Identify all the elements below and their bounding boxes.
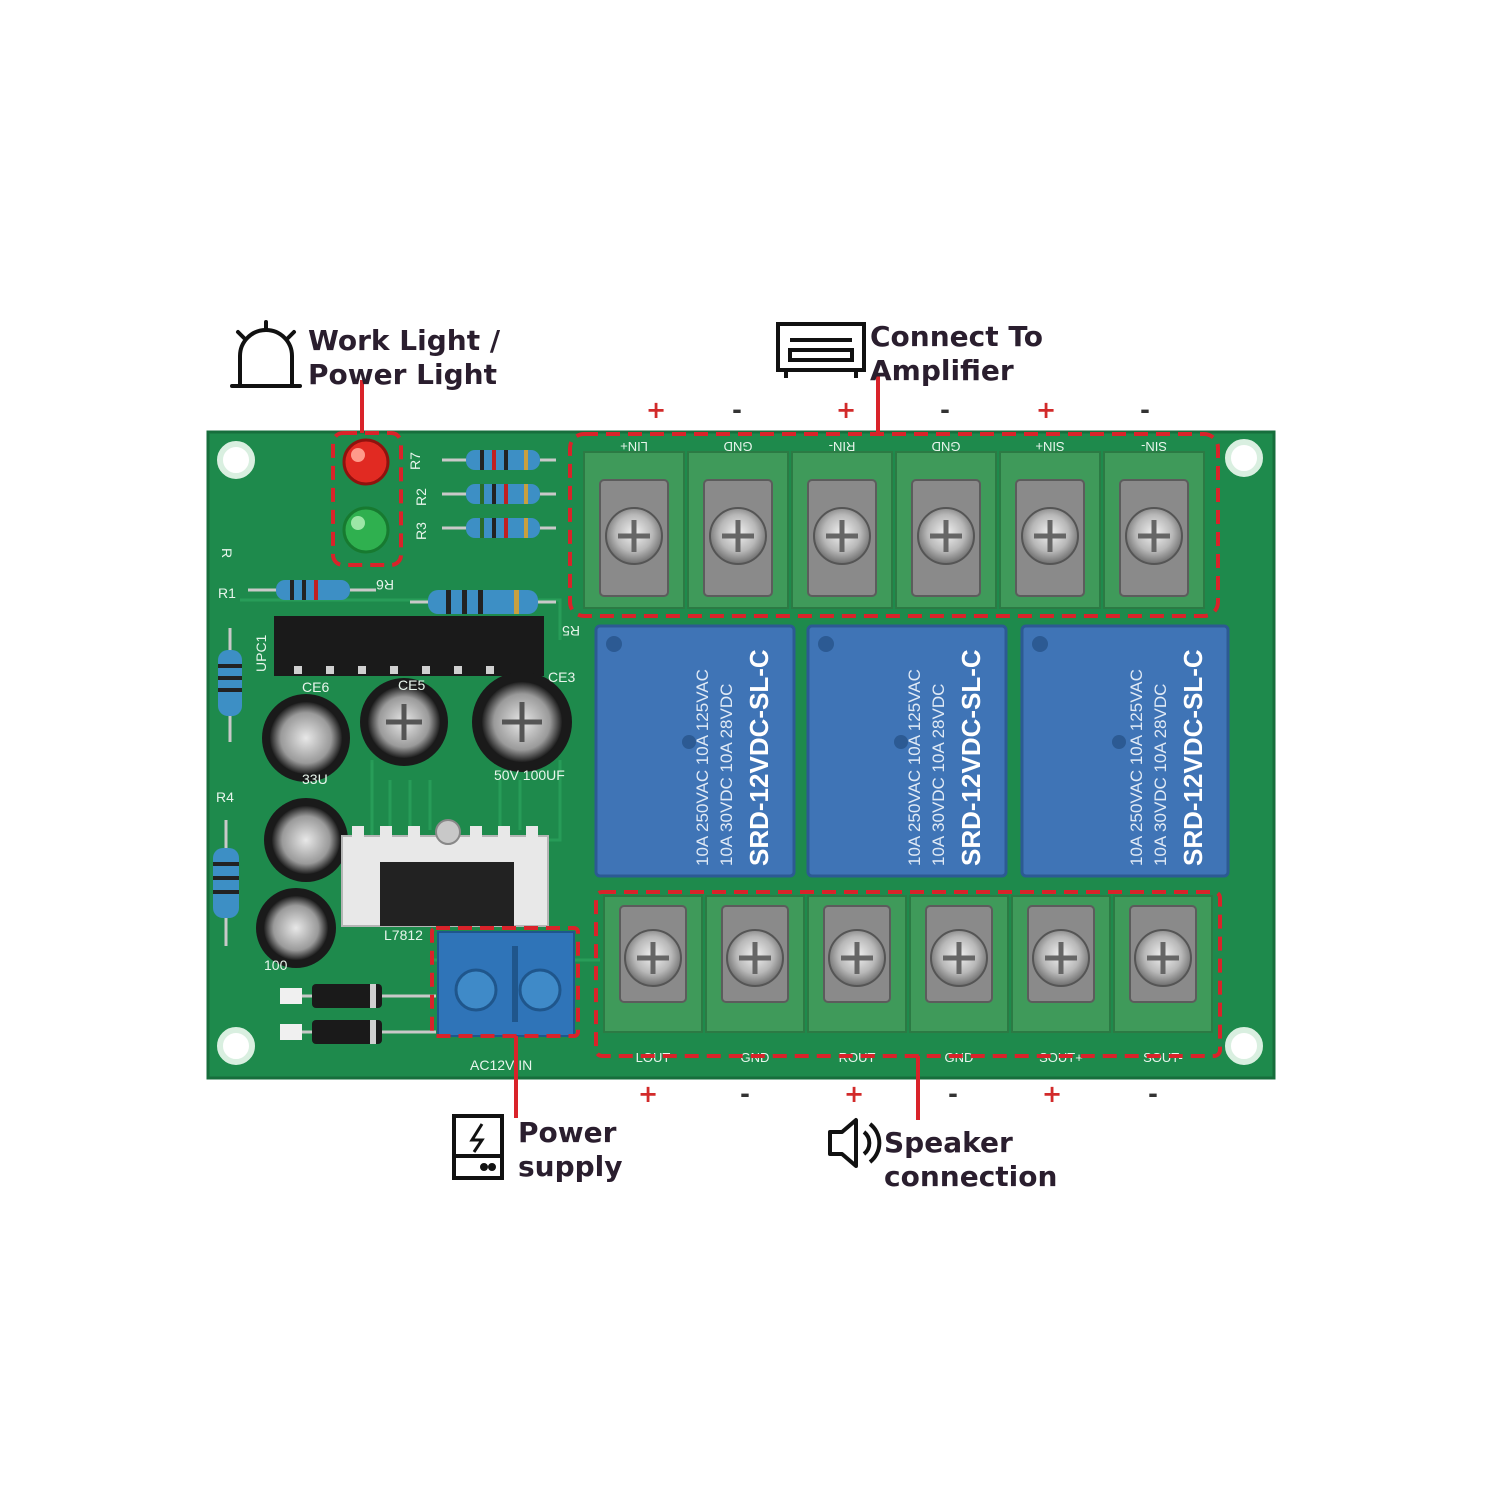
silk-r5: R5 [562,623,580,639]
top-polarity-0: + [646,396,667,424]
work-light-callout: Work Light / Power Light [308,324,501,391]
heatsink [341,819,549,927]
leader-lines [360,376,920,1120]
relay-rating-ac-2: 10A 250VAC 10A 125VAC [1127,669,1146,866]
top-terminal-label-3: GND [932,439,961,454]
top-terminal-label-4: SIN+ [1035,439,1064,454]
bottom-polarity-2: + [844,1080,865,1108]
diodes [280,984,436,1044]
bottom-polarity-5: - [1148,1080,1158,1108]
bottom-polarity-4: + [1042,1080,1063,1108]
silk-100: 100 [264,957,288,973]
top-terminal-label-5: SIN- [1141,439,1167,454]
top-terminal-label-1: GND [724,439,753,454]
silk-r4: R4 [216,789,234,805]
green-led [342,506,390,554]
relay-rating-dc-0: 10A 30VDC 10A 28VDC [717,684,736,866]
silk-r3: R3 [413,522,429,540]
top-terminal-4: SIN+ [999,439,1101,609]
speaker-icon [828,1118,882,1168]
power-supply-callout: Power supply [518,1116,623,1183]
relay-model-2: SRD-12VDC-SL-C [1178,649,1208,866]
relay-rating-dc-1: 10A 30VDC 10A 28VDC [929,684,948,866]
bottom-terminal-4: SOUT+ [1011,895,1111,1065]
silk-r2: R2 [413,488,429,506]
relay-rating-dc-2: 10A 30VDC 10A 28VDC [1151,684,1170,866]
top-polarity-1: - [732,396,742,424]
highlight-boxes [331,431,1222,1058]
resistors [213,450,556,946]
bottom-terminal-0: LOUT [603,895,703,1065]
speaker-callout: Speaker connection [884,1126,1058,1193]
relays: SRD-12VDC-SL-C 10A 30VDC 10A 28VDC 10A 250… [594,624,1230,878]
top-terminal-blocks: LIN+ GND RIN- GND SIN+ SIN- [583,439,1205,609]
top-terminal-label-2: RIN- [829,439,856,454]
silk-33u: 33U [302,771,328,787]
red-led [342,438,390,486]
bottom-polarity-3: - [948,1080,958,1108]
relay-rating-ac-1: 10A 250VAC 10A 125VAC [905,669,924,866]
top-polarity-3: - [940,396,950,424]
silk-ce3: CE3 [548,669,575,685]
silk-upc1: UPC1 [253,634,269,672]
ic-chip [274,616,544,676]
silk-l7812: L7812 [384,927,423,943]
top-polarity-2: + [836,396,857,424]
bottom-terminal-label-5: SOUT- [1143,1050,1183,1065]
bottom-polarity-0: + [638,1080,659,1108]
top-terminal-3: GND [895,439,997,609]
top-polarity-4: + [1036,396,1057,424]
mounting-holes [217,439,1263,1065]
silk-r1: R1 [218,585,236,601]
bottom-terminal-5: SOUT- [1113,895,1213,1065]
amplifier-icon [776,322,866,378]
silk-ce5: CE5 [398,677,425,693]
alarm-light-icon [230,320,302,388]
relay-model-1: SRD-12VDC-SL-C [956,649,986,866]
relay-rating-ac-0: 10A 250VAC 10A 125VAC [693,669,712,866]
top-terminal-0: LIN+ [583,439,685,609]
bottom-terminal-1: GND [705,895,805,1065]
silk-ac-in: AC12V IN [470,1057,532,1073]
top-terminal-5: SIN- [1103,439,1205,609]
bottom-terminal-2: ROUT [807,895,907,1065]
silk-r6: R6 [376,577,394,593]
silk-r-mark: R [219,548,235,558]
bottom-terminal-label-2: ROUT [839,1050,876,1065]
bottom-polarity-1: - [740,1080,750,1108]
top-terminal-2: RIN- [791,439,893,609]
top-terminal-label-0: LIN+ [620,439,648,454]
relay-model-0: SRD-12VDC-SL-C [744,649,774,866]
top-polarity-5: - [1140,396,1150,424]
relay-0: SRD-12VDC-SL-C 10A 30VDC 10A 28VDC 10A 250… [594,624,796,878]
power-supply-icon [452,1114,504,1180]
amplifier-callout: Connect To Amplifier [870,320,1043,387]
relay-1: SRD-12VDC-SL-C 10A 30VDC 10A 28VDC 10A 250… [806,624,1008,878]
top-terminal-1: GND [687,439,789,609]
silk-ce6: CE6 [302,679,329,695]
capacitors [256,672,572,968]
silk-r7: R7 [407,452,423,470]
silk-50v: 50V 100UF [494,767,565,783]
relay-2: SRD-12VDC-SL-C 10A 30VDC 10A 28VDC 10A 250… [1020,624,1230,878]
